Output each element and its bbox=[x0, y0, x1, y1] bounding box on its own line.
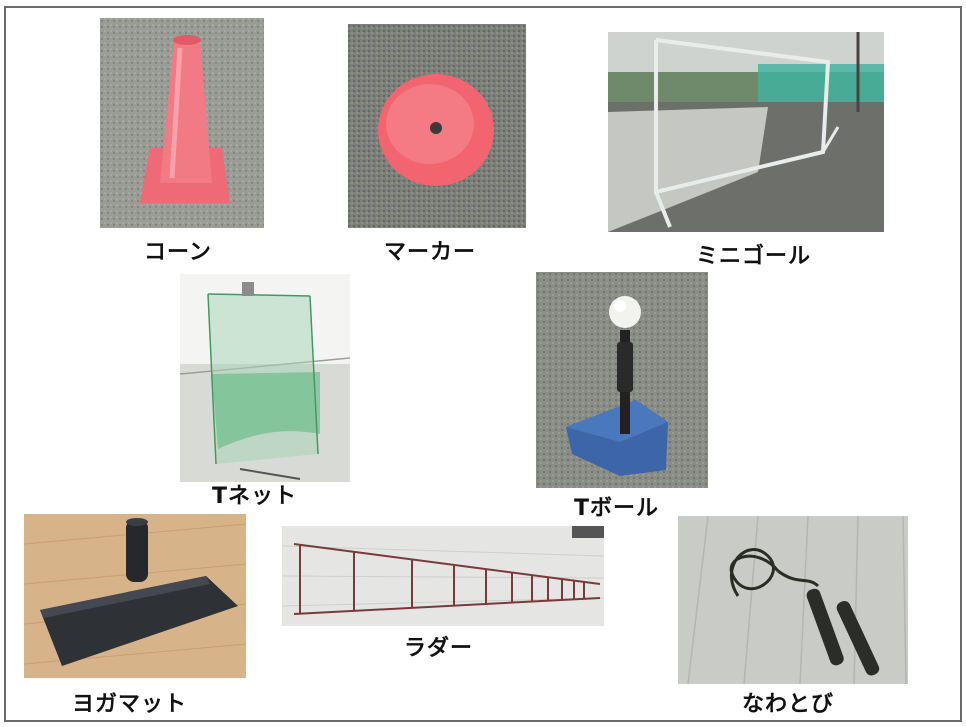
jump-rope-label: なわとび bbox=[742, 692, 835, 717]
agility-ladder-icon bbox=[282, 526, 604, 626]
marker-label: マーカー bbox=[384, 240, 477, 265]
jump-rope-photo bbox=[678, 516, 908, 684]
jump-rope-icon bbox=[678, 516, 908, 684]
cone-photo bbox=[100, 18, 264, 228]
equipment-sheet: コーン マーカー ミニゴール bbox=[4, 6, 962, 722]
t-ball-label: Tボール bbox=[574, 496, 660, 521]
mini-goal-label: ミニゴール bbox=[696, 244, 812, 269]
yoga-mat-photo bbox=[24, 514, 246, 678]
mini-goal-icon bbox=[608, 32, 884, 232]
disc-marker-icon bbox=[348, 24, 526, 228]
mini-goal-photo bbox=[608, 32, 884, 232]
cone-label: コーン bbox=[144, 240, 212, 265]
t-net-label: Tネット bbox=[212, 484, 298, 509]
t-ball-photo bbox=[536, 272, 708, 488]
traffic-cone-icon bbox=[100, 18, 264, 228]
ladder-label: ラダー bbox=[404, 636, 474, 661]
yoga-mat-label: ヨガマット bbox=[72, 692, 188, 717]
t-net-photo bbox=[180, 274, 350, 482]
yoga-mat-icon bbox=[24, 514, 246, 678]
t-ball-stand-icon bbox=[536, 272, 708, 488]
ladder-photo bbox=[282, 526, 604, 626]
t-net-icon bbox=[180, 274, 350, 482]
marker-photo bbox=[348, 24, 526, 228]
